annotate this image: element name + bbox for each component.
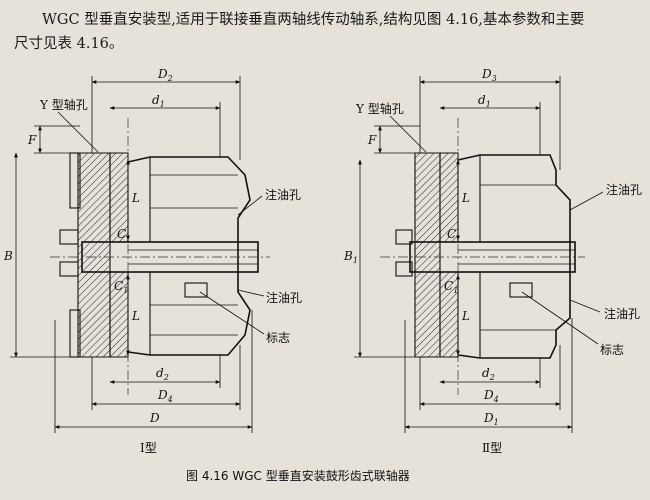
right-label-mark: 标志	[600, 343, 624, 357]
left-dim-label-D2: D2	[157, 67, 173, 83]
right-dim-label-d2: d2	[482, 366, 495, 382]
right-leader-oil-2	[569, 299, 601, 313]
left-bolt-lower	[59, 261, 79, 277]
left-view: Y 型轴孔 注油孔 注油孔 标志 D2 d1 F B L C C1 L d2 D…	[3, 67, 302, 455]
right-dim-label-d1: d1	[478, 93, 491, 109]
intro-line-2: 尺寸见表 4.16。	[14, 36, 124, 52]
left-dim-label-d1: d1	[152, 93, 165, 109]
left-label-mark: 标志	[266, 331, 290, 345]
right-dim-label-C: C	[447, 227, 456, 241]
right-dim-label-D3: D3	[481, 67, 497, 83]
intro-line-1: WGC 型垂直安装型,适用于联接垂直两轴线传动轴系,结构见图 4.16,基本参数…	[42, 12, 585, 28]
left-leader-shaft-hole	[57, 111, 99, 153]
left-label-oil-hole-1: 注油孔	[265, 187, 301, 202]
right-dim-label-D4: D4	[483, 388, 499, 404]
right-label-oil-hole-1: 注油孔	[606, 182, 642, 197]
right-type-label: Ⅱ型	[482, 441, 502, 455]
right-dim-label-B1: B1	[343, 249, 358, 265]
right-view: Y 型轴孔 注油孔 注油孔 标志 D3 d1 F B1 L C C1 L d2 …	[343, 67, 642, 455]
left-dim-label-F: F	[27, 133, 37, 147]
right-dim-label-C1: C1	[444, 279, 458, 295]
left-leader-oil-1	[237, 195, 263, 216]
right-dim-label-F: F	[367, 133, 377, 147]
left-leader-mark	[199, 291, 265, 335]
right-dim-label-L-top: L	[461, 191, 470, 205]
left-dim-label-B: B	[3, 249, 13, 263]
right-flange-wall	[414, 152, 441, 358]
figure-caption: 图 4.16 WGC 型垂直安装鼓形齿式联轴器	[186, 468, 410, 483]
left-dim-label-C: C	[117, 227, 126, 241]
right-bolt-upper	[395, 229, 413, 245]
right-leader-oil-1	[569, 191, 604, 211]
right-leader-mark	[521, 291, 599, 345]
left-mark-rect	[184, 282, 208, 298]
right-leader-shaft-hole	[389, 115, 427, 153]
left-sleeve-outline	[127, 156, 251, 356]
right-sleeve-outline	[457, 154, 571, 359]
right-label-shaft-hole: Y 型轴孔	[355, 101, 404, 116]
right-mark-rect	[509, 282, 533, 298]
left-bolt-upper	[59, 229, 79, 245]
left-dim-label-D: D	[149, 411, 160, 425]
left-dim-label-L-bottom: L	[131, 309, 140, 323]
left-dim-label-d2: d2	[156, 366, 169, 382]
right-label-oil-hole-2: 注油孔	[604, 306, 640, 321]
left-type-label: Ⅰ型	[140, 441, 157, 455]
intro-paragraph: WGC 型垂直安装型,适用于联接垂直两轴线传动轴系,结构见图 4.16,基本参数…	[14, 8, 636, 56]
left-dim-label-D4: D4	[157, 388, 173, 404]
right-dim-label-D1: D1	[483, 411, 499, 427]
left-label-oil-hole-2: 注油孔	[266, 290, 302, 305]
right-bolt-lower	[395, 261, 413, 277]
left-label-shaft-hole: Y 型轴孔	[39, 97, 88, 112]
left-dim-label-C1: C1	[114, 279, 128, 295]
left-dim-label-L-top: L	[131, 191, 140, 205]
right-dim-label-L-bottom: L	[461, 309, 470, 323]
left-leader-oil-2	[237, 289, 265, 297]
